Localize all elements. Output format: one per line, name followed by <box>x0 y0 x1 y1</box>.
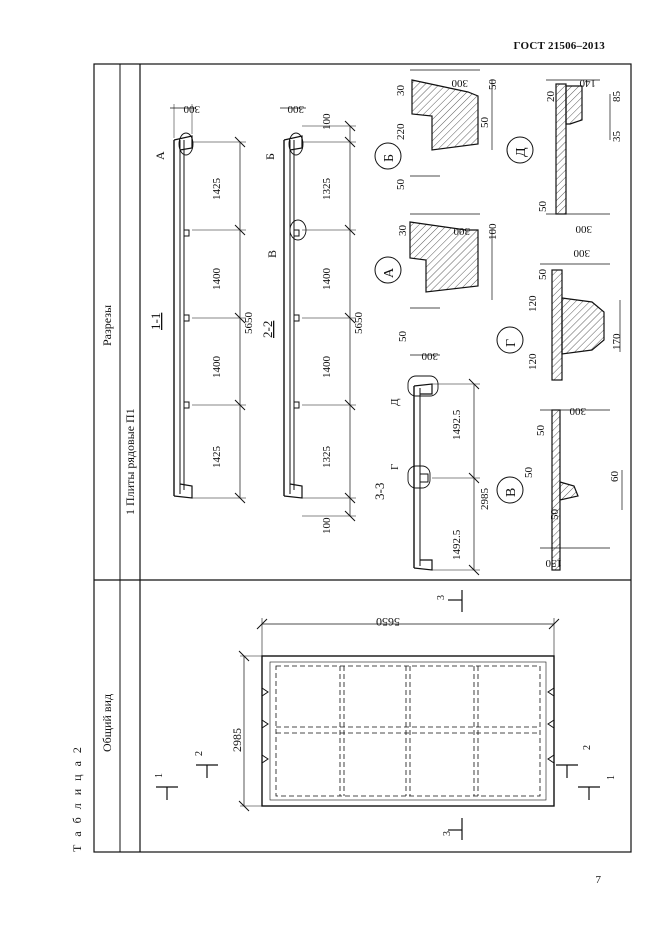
detail-v-dim-150: 150 <box>545 557 562 569</box>
section-2-2-end-left: 100 <box>321 517 333 534</box>
section-3-3-callout-d: Д <box>389 398 401 406</box>
detail-d <box>506 79 611 215</box>
detail-d-dim-20: 20 <box>545 91 557 103</box>
detail-b-dim-50-right: 50 <box>487 79 499 91</box>
detail-g-label: Г <box>504 339 519 347</box>
section-3-3-title: 3-3 <box>372 483 387 500</box>
page-number: 7 <box>595 874 602 886</box>
detail-d-dim-85: 85 <box>611 91 623 103</box>
section-1-1-dim-2: 1400 <box>211 356 223 379</box>
section-2-2-dim-4: 1325 <box>321 178 333 201</box>
section-2-2-callout-v: В <box>265 250 279 258</box>
cut-mark-2-right: 2 <box>582 745 593 750</box>
cut-mark-2-left: 2 <box>194 751 205 756</box>
detail-d-label: Д <box>514 147 529 157</box>
detail-g-height: 300 <box>573 247 590 259</box>
detail-g <box>496 263 621 381</box>
plan-length-dim: 5650 <box>376 615 400 629</box>
detail-a-height: 300 <box>453 225 470 237</box>
detail-a-dim-30: 30 <box>397 225 409 237</box>
detail-a-dim-100: 100 <box>487 223 499 240</box>
detail-v-dim-60: 60 <box>609 471 621 483</box>
detail-b-dim-50-inner: 50 <box>479 117 491 129</box>
detail-v-dim-50-left: 50 <box>549 509 561 521</box>
section-1-1-total: 5650 <box>243 312 255 335</box>
section-3-3 <box>407 354 480 576</box>
section-2-2-end-right: 100 <box>321 113 333 130</box>
section-1-1-callout-a: А <box>153 151 167 160</box>
detail-g-dim-120-top: 120 <box>527 295 539 312</box>
section-2-2 <box>280 107 356 522</box>
section-1-1-dim-4: 1425 <box>211 178 223 201</box>
detail-b-dim-220: 220 <box>395 123 407 140</box>
detail-d-dim-50: 50 <box>537 201 549 213</box>
detail-v <box>496 409 623 571</box>
section-2-2-dim-2: 1400 <box>321 356 333 379</box>
section-1-1-title: 1-1 <box>148 313 163 330</box>
section-1-1-dim-1: 1425 <box>211 446 223 469</box>
detail-g-dim-120-bottom: 120 <box>527 353 539 370</box>
detail-b <box>374 69 493 177</box>
standard-header: ГОСТ 21506–2013 <box>513 40 605 52</box>
detail-a-label: А <box>382 267 397 278</box>
section-2-2-callout-b: Б <box>263 153 277 160</box>
section-3-3-total: 2985 <box>479 488 491 511</box>
detail-v-dim-50-top: 50 <box>535 425 547 437</box>
section-3-3-dim-2: 1492.5 <box>451 409 463 440</box>
detail-g-dim-50: 50 <box>537 269 549 281</box>
section-3-3-callout-g: Г <box>389 464 401 470</box>
detail-b-label: Б <box>382 154 397 162</box>
section-1-1-dim-3: 1400 <box>211 268 223 291</box>
cut-mark-1-right: 1 <box>606 775 617 780</box>
section-1-1 <box>170 104 246 504</box>
detail-v-height: 300 <box>569 405 586 417</box>
detail-b-height: 300 <box>451 77 468 89</box>
section-3-3-height: 300 <box>421 350 438 362</box>
detail-g-dim-170: 170 <box>611 333 623 350</box>
col-header-general: Общий вид <box>100 694 114 752</box>
cut-mark-3-bottom: 3 <box>442 831 453 836</box>
detail-d-dim-300: 300 <box>575 223 592 235</box>
cut-mark-3-top: 3 <box>436 595 447 600</box>
detail-b-dim-30: 30 <box>395 85 407 97</box>
detail-b-dim-50-bottom: 50 <box>395 179 407 191</box>
section-2-2-dim-1: 1325 <box>321 446 333 469</box>
section-2-2-dim-3: 1400 <box>321 268 333 291</box>
cut-mark-1-left: 1 <box>154 773 165 778</box>
detail-v-dim-50-right: 50 <box>523 467 535 479</box>
row-title: 1 Плиты рядовые П1 <box>123 408 137 515</box>
detail-v-label: В <box>504 488 519 497</box>
detail-d-dim-35: 35 <box>611 131 623 143</box>
plan-view <box>156 590 600 840</box>
section-1-1-height: 300 <box>183 103 200 115</box>
detail-a <box>374 213 493 309</box>
section-2-2-height: 300 <box>287 103 304 115</box>
section-3-3-dim-1: 1492.5 <box>451 529 463 560</box>
section-2-2-title: 2-2 <box>260 321 275 338</box>
detail-d-dim-140: 140 <box>579 77 596 89</box>
col-header-sections: Разрезы <box>100 305 114 346</box>
table-frame <box>93 63 632 853</box>
section-2-2-total: 5650 <box>353 312 365 335</box>
detail-a-dim-50: 50 <box>397 331 409 343</box>
plan-width-dim: 2985 <box>230 728 244 752</box>
